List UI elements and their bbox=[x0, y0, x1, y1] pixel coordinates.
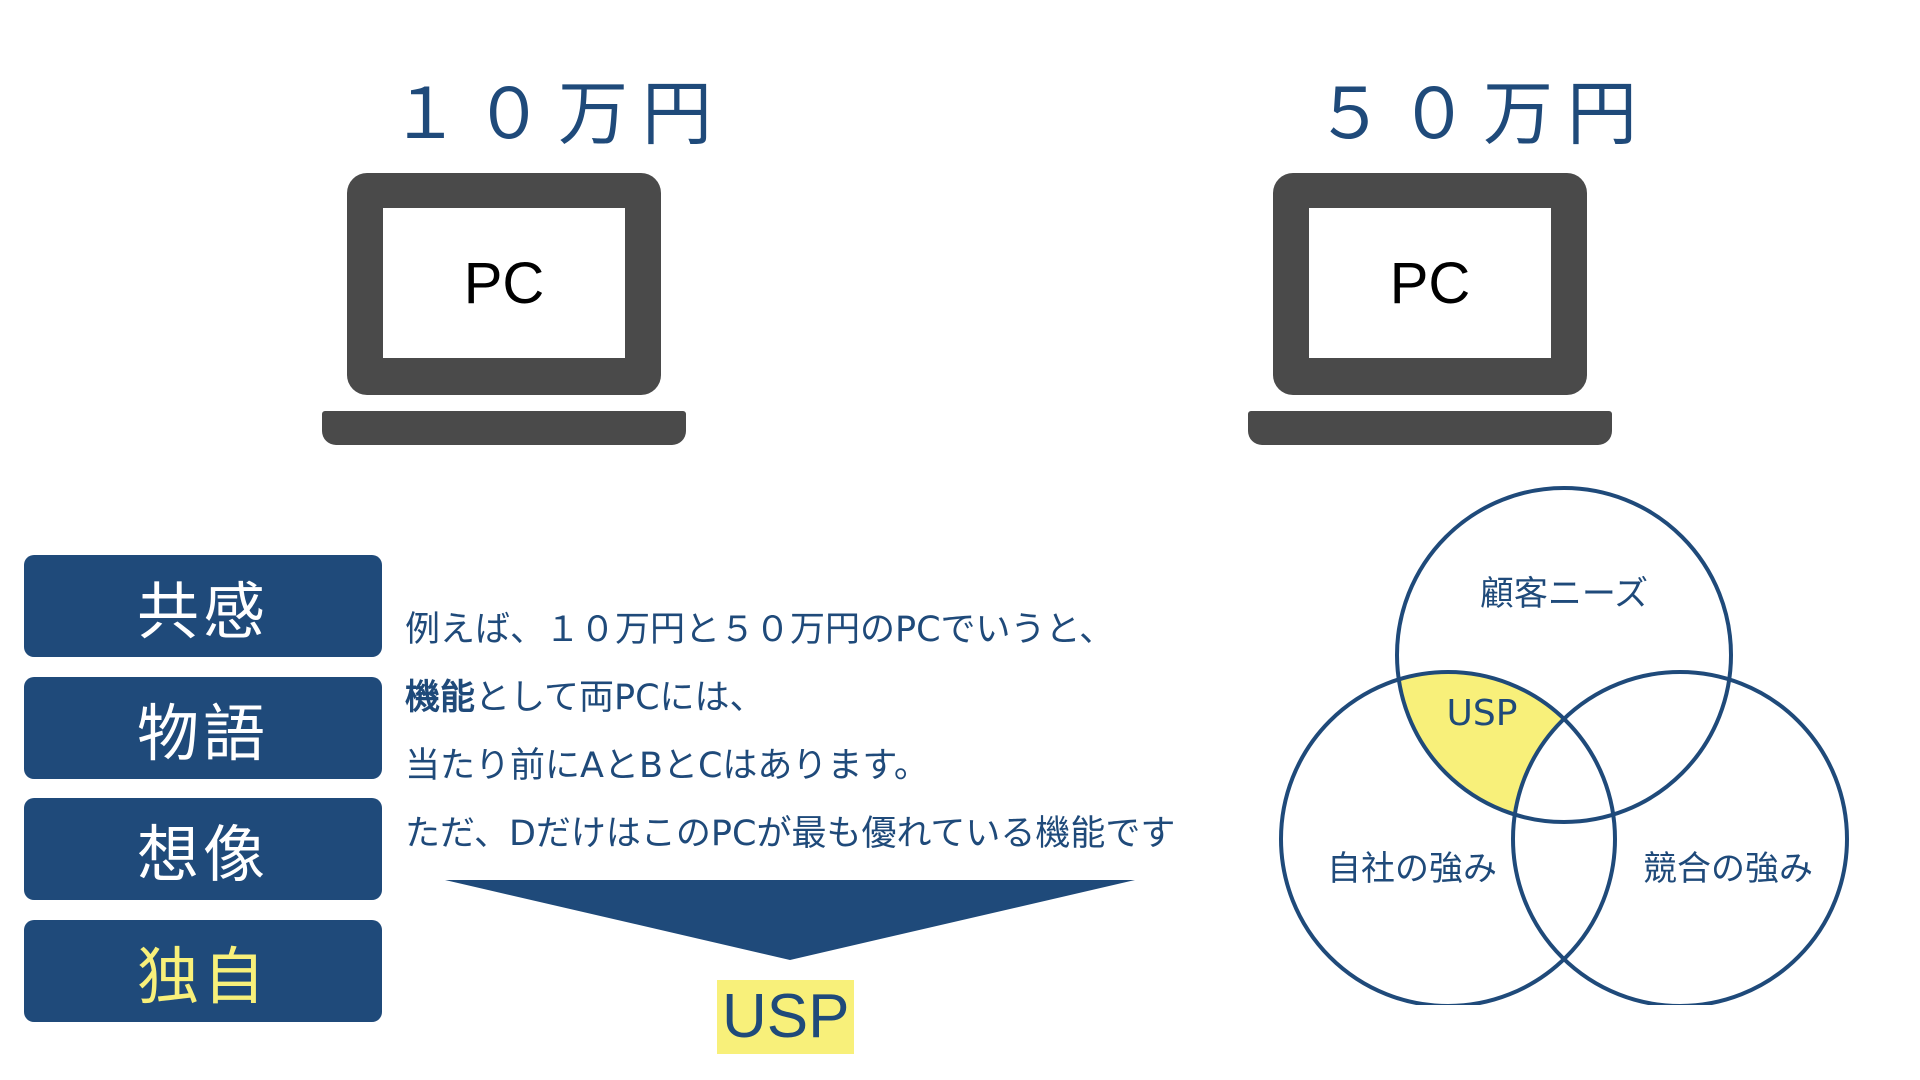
down-arrow-icon bbox=[445, 880, 1135, 960]
laptop-label: PC bbox=[383, 208, 625, 358]
laptop-label: PC bbox=[1309, 208, 1551, 358]
paragraph-line-2-rest: として両PCには、 bbox=[475, 678, 765, 718]
venn-label-center: USP bbox=[1447, 693, 1518, 734]
venn-circle-top bbox=[1395, 486, 1733, 824]
paragraph-line-3: 当たり前にAとBとCはあります。 bbox=[405, 746, 929, 786]
tag-empathy: 共感 bbox=[24, 555, 382, 657]
laptop-base bbox=[322, 411, 686, 445]
tag-imagination: 想像 bbox=[24, 798, 382, 900]
venn-label-right: 競合の強み bbox=[1643, 849, 1813, 889]
laptop-base bbox=[1248, 411, 1612, 445]
paragraph-line-2: 機能として両PCには、 bbox=[405, 664, 1275, 732]
venn-label-top: 顧客ニーズ bbox=[1480, 574, 1648, 614]
explanation-paragraph: 例えば、１０万円と５０万円のPCでいうと、 機能として両PCには、 当たり前にA… bbox=[405, 596, 1275, 868]
laptop-screen: PC bbox=[1273, 173, 1587, 395]
paragraph-line-1: 例えば、１０万円と５０万円のPCでいうと、 bbox=[405, 610, 1115, 650]
paragraph-bold-word: 機能 bbox=[405, 678, 476, 718]
tag-story: 物語 bbox=[24, 677, 382, 779]
venn-circle-left bbox=[1279, 670, 1617, 1005]
laptop-icon-right: PC bbox=[1248, 173, 1620, 453]
price-left: １０万円 bbox=[390, 73, 726, 155]
venn-diagram: 顧客ニーズ 自社の強み 競合の強み USP bbox=[1279, 486, 1849, 1005]
price-right: ５０万円 bbox=[1315, 73, 1651, 155]
laptop-screen: PC bbox=[347, 173, 661, 395]
tag-unique: 独自 bbox=[24, 920, 382, 1022]
laptop-icon-left: PC bbox=[322, 173, 694, 453]
venn-label-left: 自社の強み bbox=[1327, 849, 1497, 889]
venn-circle-right bbox=[1511, 670, 1849, 1005]
usp-result: USP bbox=[717, 980, 855, 1054]
paragraph-line-4: ただ、DだけはこのPCが最も優れている機能です bbox=[405, 814, 1176, 854]
